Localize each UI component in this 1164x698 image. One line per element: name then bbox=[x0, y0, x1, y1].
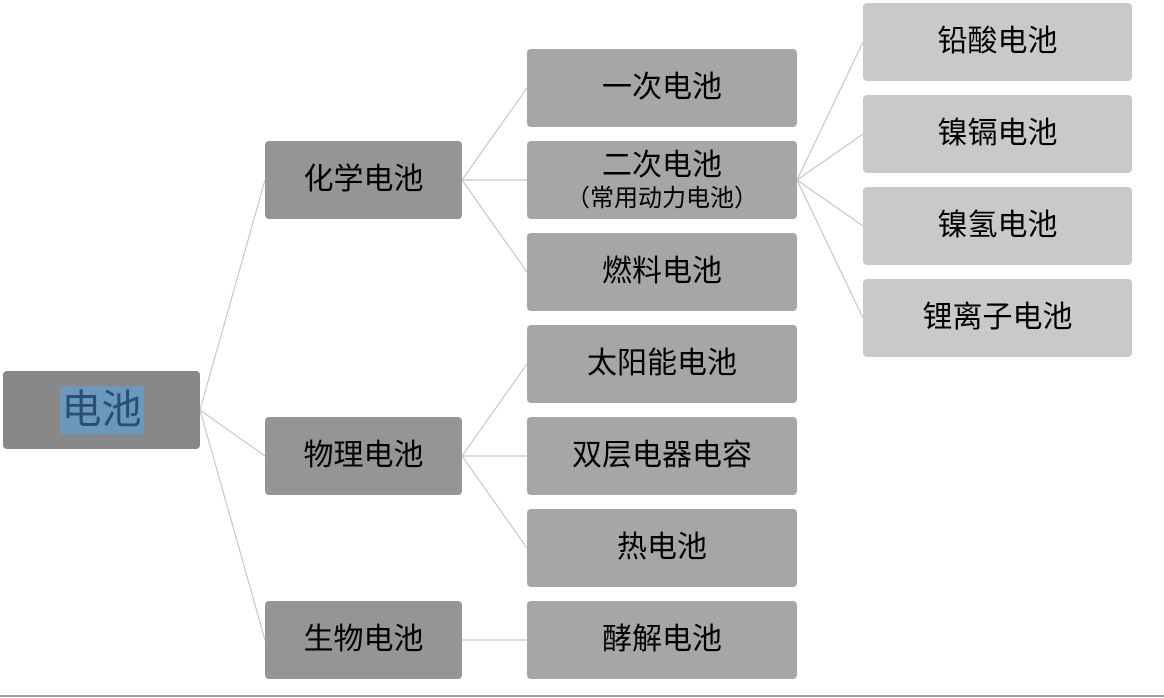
subtype-label: 铅酸电池 bbox=[937, 24, 1058, 59]
connector-root-biological bbox=[199, 409, 266, 641]
type-label: 酵解电池 bbox=[602, 622, 722, 657]
connector-physical-solar bbox=[461, 363, 528, 457]
category-biological[interactable]: 生物电池 bbox=[265, 601, 462, 679]
type-thermal-battery[interactable]: 热电池 bbox=[527, 509, 797, 587]
connector-secondary-leadacid bbox=[796, 41, 864, 181]
category-label: 物理电池 bbox=[303, 438, 424, 473]
type-label: 双层电器电容 bbox=[572, 438, 752, 473]
connector-root-physical bbox=[199, 409, 266, 457]
type-solar-cell[interactable]: 太阳能电池 bbox=[527, 325, 797, 403]
type-double-layer-capacitor[interactable]: 双层电器电容 bbox=[527, 417, 797, 495]
root-node[interactable]: 电池 bbox=[3, 371, 200, 449]
type-enzyme-battery[interactable]: 酵解电池 bbox=[527, 601, 797, 679]
type-secondary-battery[interactable]: 二次电池 （常用动力电池） bbox=[527, 141, 797, 219]
subtype-nickel-metal-hydride[interactable]: 镍氢电池 bbox=[863, 187, 1132, 265]
subtype-nickel-cadmium[interactable]: 镍镉电池 bbox=[863, 95, 1132, 173]
type-label: 热电池 bbox=[617, 530, 707, 565]
type-label: 二次电池 bbox=[602, 147, 722, 183]
subtype-lead-acid[interactable]: 铅酸电池 bbox=[863, 3, 1132, 81]
category-label: 生物电池 bbox=[303, 622, 424, 657]
root-label: 电池 bbox=[59, 386, 144, 434]
subtype-label: 锂离子电池 bbox=[922, 300, 1073, 335]
type-label: 一次电池 bbox=[602, 70, 722, 105]
connector-secondary-liion bbox=[796, 179, 864, 319]
type-primary-battery[interactable]: 一次电池 bbox=[527, 49, 797, 127]
type-fuel-cell[interactable]: 燃料电池 bbox=[527, 233, 797, 311]
connector-secondary-nimh bbox=[796, 179, 864, 227]
category-chemical[interactable]: 化学电池 bbox=[265, 141, 462, 219]
connector-chemical-fuel bbox=[461, 179, 528, 273]
category-label: 化学电池 bbox=[303, 162, 424, 197]
type-sublabel: （常用动力电池） bbox=[566, 183, 758, 212]
subtype-label: 镍镉电池 bbox=[937, 116, 1058, 151]
connector-root-chemical bbox=[199, 179, 266, 411]
connector-chemical-primary bbox=[461, 87, 528, 181]
type-label: 燃料电池 bbox=[602, 254, 722, 289]
category-physical[interactable]: 物理电池 bbox=[265, 417, 462, 495]
connector-secondary-nicd bbox=[796, 133, 864, 181]
type-label: 太阳能电池 bbox=[587, 346, 737, 381]
connector-physical-thermal bbox=[461, 455, 528, 549]
subtype-label: 镍氢电池 bbox=[937, 208, 1058, 243]
subtype-lithium-ion[interactable]: 锂离子电池 bbox=[863, 279, 1132, 357]
bottom-divider bbox=[0, 695, 1164, 697]
